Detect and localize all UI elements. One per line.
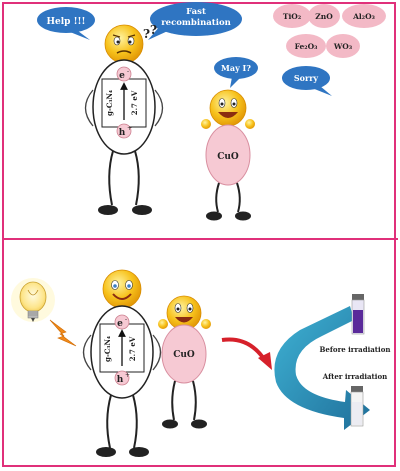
bandgap-label-bottom: 2.7 eV xyxy=(128,336,137,361)
before-irradiation-label: Before irradiation xyxy=(320,345,391,354)
light-bulb-icon xyxy=(11,278,55,322)
fast-recombination-bubble: Fast recombination xyxy=(148,2,242,40)
oxide-wo3: WO₃ xyxy=(333,42,352,51)
may-i-bubble: May I? xyxy=(214,57,258,88)
electron-label-bottom: e xyxy=(117,319,123,329)
happy-smiley-icon-cuo xyxy=(158,295,211,331)
cuo-label-top: CuO xyxy=(217,152,239,162)
electron-sup-bottom: - xyxy=(125,316,127,323)
bandgap-label-top: 2.7 eV xyxy=(130,90,139,115)
hole-sup-top: + xyxy=(127,125,132,132)
vial-before-icon xyxy=(351,294,365,335)
recombination-text: recombination xyxy=(161,18,231,28)
worried-smiley-icon xyxy=(104,24,144,64)
gcn-body-bottom: e - h + g-C₃N₄ 2.7 eV xyxy=(82,305,162,399)
oxide-zno: ZnO xyxy=(315,12,333,21)
hole-label-bottom: h xyxy=(117,375,124,385)
cuo-body-top: CuO xyxy=(205,124,251,186)
may-i-text: May I? xyxy=(221,63,251,73)
cuo-legs-bottom xyxy=(162,380,207,429)
gcn-label-top: g-C₃N₄ xyxy=(105,90,114,116)
teal-curved-arrow-icon xyxy=(274,306,370,430)
after-irradiation-label: After irradiation xyxy=(322,372,387,381)
question-mark-1: ? xyxy=(143,27,150,41)
hole-sup-bottom: + xyxy=(125,372,130,379)
electron-sup-top: - xyxy=(127,68,129,75)
help-text: Help !!! xyxy=(47,17,86,27)
gcn-label-bottom: g-C₃N₄ xyxy=(103,336,112,362)
oxide-cluster: TiO₂ ZnO Al₂O₃ Fe₂O₃ WO₃ xyxy=(273,4,386,58)
lightning-bolt-icon xyxy=(49,319,77,347)
electron-label-top: e xyxy=(119,71,125,81)
hole-label-top: h xyxy=(119,128,126,138)
gcn-body-top: e - h + g-C₃N₄ 2.7 eV xyxy=(84,59,164,155)
fast-text: Fast xyxy=(186,7,206,17)
oxide-fe2o3: Fe₂O₃ xyxy=(295,42,318,51)
gcn-legs-top xyxy=(98,150,152,215)
happy-smiley-icon-top xyxy=(201,89,255,129)
oxide-tio2: TiO₂ xyxy=(283,12,301,21)
sorry-bubble: Sorry xyxy=(282,66,332,96)
cuo-label-bottom: CuO xyxy=(173,350,195,360)
cuo-body-bottom: CuO xyxy=(161,324,207,384)
panel-divider xyxy=(2,238,398,240)
red-arrow-icon xyxy=(221,337,272,370)
happy-smiley-icon-gcn xyxy=(102,269,142,309)
cuo-legs-top xyxy=(206,182,251,221)
help-speech-bubble: Help !!! xyxy=(37,7,95,40)
vial-after-icon xyxy=(350,386,364,427)
gcn-legs-bottom xyxy=(96,394,149,457)
sorry-text: Sorry xyxy=(294,73,319,83)
oxide-al2o3: Al₂O₃ xyxy=(352,12,375,21)
question-mark-2: ? xyxy=(150,23,157,37)
